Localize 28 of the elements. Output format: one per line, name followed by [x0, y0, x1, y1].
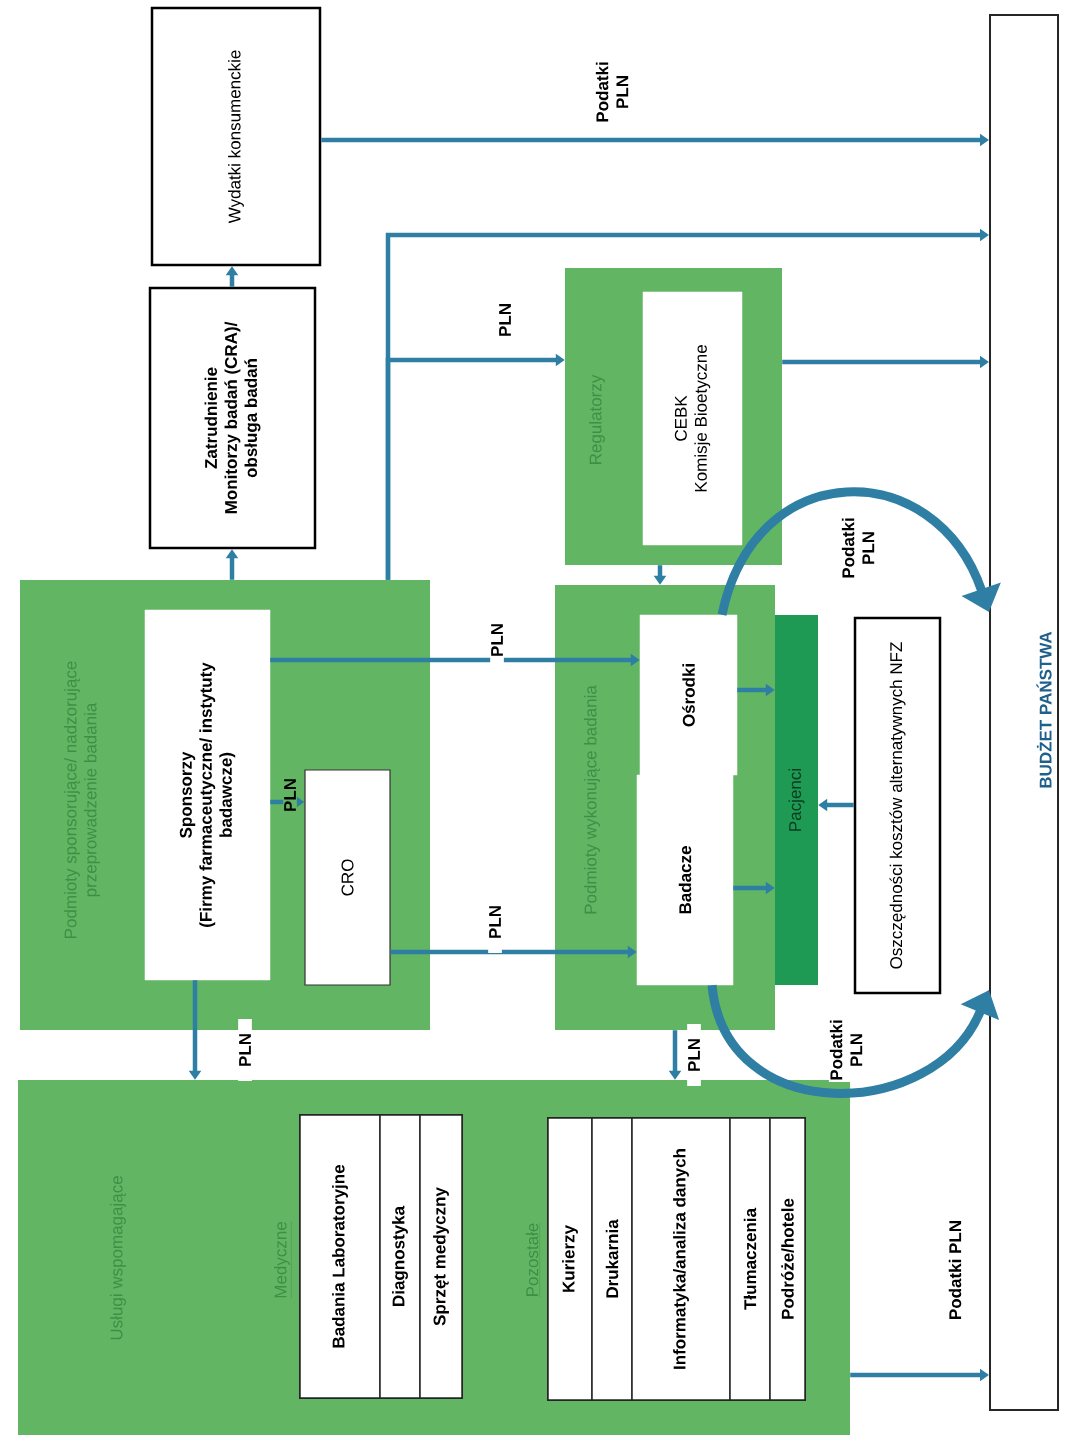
entity-box: Sponsorzy (Firmy farmaceutyczne/ instytuty badawcze) — [144, 609, 271, 981]
budget-box: BUDŻET PAŃSTWA — [989, 14, 1059, 1411]
edge-label: PLN — [488, 891, 502, 953]
table-cell: Diagnostyka — [379, 1114, 421, 1399]
entity-box: CRO — [304, 769, 391, 986]
edge-label: PLN — [687, 1024, 701, 1086]
table-cell: Drukarnia — [591, 1117, 633, 1401]
entity-box: Ośrodki — [639, 614, 738, 776]
edge-label: PLN — [283, 764, 297, 826]
edge-label: PLN — [498, 289, 512, 351]
table-cell: Badania Laboratoryjne — [299, 1114, 381, 1399]
edge-label: Podatki PLN — [828, 1018, 864, 1082]
entity-box: CEBK Komisje Bioetyczne — [642, 291, 743, 546]
process-box: Oszczędności kosztów alternatywnych NFZ — [853, 616, 942, 995]
process-box: Wydatki konsumenckie — [150, 6, 322, 267]
table-cell: Kurierzy — [547, 1117, 593, 1401]
entity-box: Badacze — [636, 774, 734, 986]
table-cell: Sprzęt medyczny — [419, 1114, 463, 1399]
edge-label: PLN — [238, 1019, 252, 1081]
process-box: Zatrudnienie Monitorzy badań (CRA)/ obsługa badań — [148, 286, 317, 550]
table-cell: Podróże/hotele — [769, 1117, 806, 1401]
edge-label: PLN — [490, 609, 504, 671]
edge-label: Podatki PLN — [840, 516, 876, 580]
patient-band: Pacjenci — [775, 615, 818, 985]
table-cell: Tłumaczenia — [729, 1117, 771, 1401]
arrow — [717, 487, 1001, 617]
edge-label: Podatki PLN — [594, 60, 630, 124]
edge-label: Podatki PLN — [947, 1189, 963, 1351]
